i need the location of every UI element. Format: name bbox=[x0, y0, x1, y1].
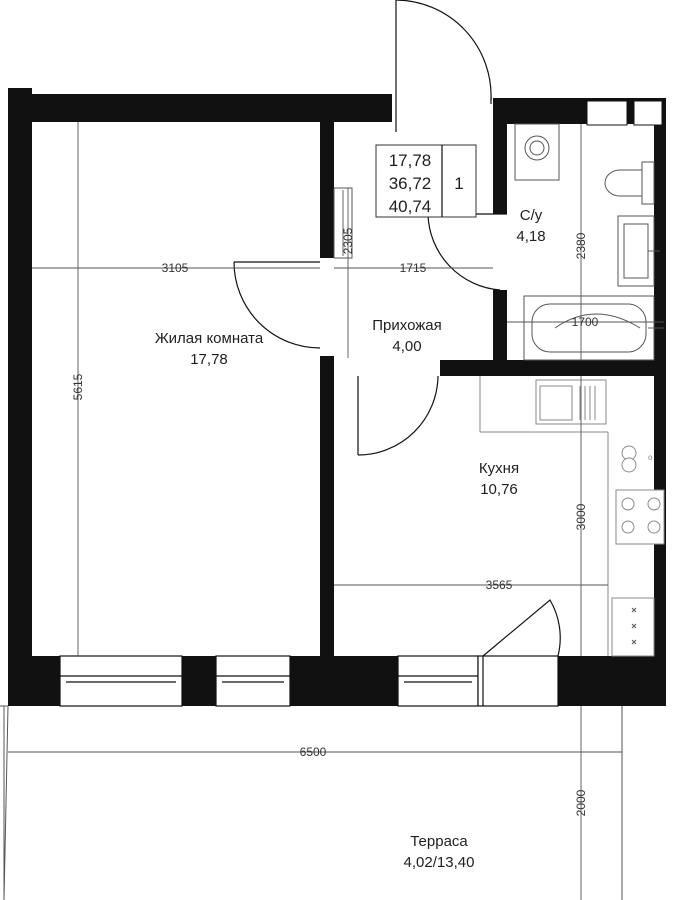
kitchen-door bbox=[357, 375, 439, 456]
washing-machine-icon bbox=[514, 123, 560, 181]
dim-living-width: 3105 bbox=[162, 261, 189, 275]
room-labels: Жилая комната 17,78 Прихожая 4,00 С/у 4,… bbox=[155, 207, 546, 871]
kitchen-sink-icon bbox=[535, 379, 607, 425]
bathroom-name: С/у bbox=[520, 207, 543, 224]
wall-niches bbox=[586, 100, 663, 126]
dim-bath-depth: 2380 bbox=[574, 232, 588, 259]
dim-kitchen-depth: 3000 bbox=[574, 503, 588, 530]
hall-area: 4,00 bbox=[392, 338, 421, 355]
living-door bbox=[233, 261, 321, 349]
terrace-name: Терраса bbox=[410, 833, 468, 850]
oven-icon bbox=[615, 489, 665, 545]
summary-rooms-count: 1 bbox=[454, 174, 463, 193]
hall-wardrobe bbox=[333, 187, 353, 259]
dim-kitchen-width: 3565 bbox=[486, 578, 513, 592]
summary-useful-area: 36,72 bbox=[389, 174, 432, 193]
window-kitchen bbox=[397, 655, 479, 707]
bathroom-area: 4,18 bbox=[516, 228, 545, 245]
dimension-lines bbox=[8, 122, 654, 900]
bathroom-door bbox=[427, 213, 507, 291]
summary-values: 17,78 36,72 40,74 1 bbox=[389, 151, 464, 216]
dim-living-depth: 5615 bbox=[71, 373, 85, 400]
window-living-right bbox=[215, 655, 291, 707]
fridge-icon bbox=[611, 597, 655, 657]
toilet-icon bbox=[604, 161, 655, 205]
dim-terrace-width: 6500 bbox=[300, 745, 327, 759]
terrace-area: 4,02/13,40 bbox=[404, 854, 475, 871]
kitchen-counter bbox=[479, 376, 609, 656]
walls bbox=[8, 88, 666, 706]
window-living-left bbox=[59, 655, 183, 707]
hall-name: Прихожая bbox=[372, 317, 442, 334]
cooktop-icon: o bbox=[621, 445, 653, 473]
entrance-door bbox=[395, 0, 492, 132]
dim-hall-width: 1715 bbox=[400, 261, 427, 275]
kitchen-name: Кухня bbox=[479, 460, 519, 477]
summary-living-area: 17,78 bbox=[389, 151, 432, 170]
dim-bath-tub: 1700 bbox=[572, 315, 599, 329]
terrace-outline bbox=[0, 705, 623, 900]
bathtub-icon bbox=[523, 295, 664, 361]
summary-total-area: 40,74 bbox=[389, 197, 432, 216]
living-room-area: 17,78 bbox=[190, 351, 228, 368]
dim-hall-small: 2305 bbox=[341, 227, 355, 254]
living-room-name: Жилая комната bbox=[155, 330, 264, 347]
dimension-labels: 3105 1715 2305 5615 2380 1700 3000 3565 … bbox=[71, 227, 599, 816]
svg-text:o: o bbox=[648, 453, 653, 462]
summary-table bbox=[375, 144, 477, 218]
kitchen-area: 10,76 bbox=[480, 481, 518, 498]
balcony-door bbox=[477, 599, 561, 707]
dim-terrace-depth: 2000 bbox=[574, 789, 588, 816]
bathroom-sink-icon bbox=[617, 215, 660, 287]
